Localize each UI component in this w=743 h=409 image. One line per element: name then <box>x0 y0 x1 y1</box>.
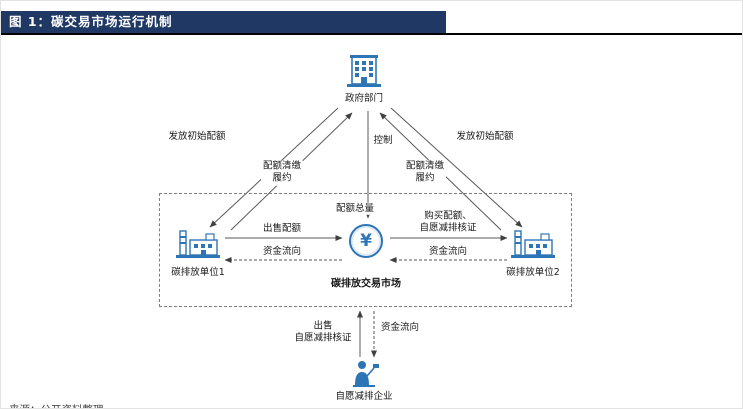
edge-label-control: 控制 <box>371 134 395 148</box>
government-building-icon <box>346 53 382 93</box>
edge-label-sell-quota: 出售配额 <box>260 222 304 236</box>
person-icon <box>348 359 380 393</box>
edge-label-sell-ccer: 出售 自愿减排核证 <box>292 320 354 346</box>
market-boundary-box <box>159 193 572 307</box>
factory-icon-unit1 <box>176 228 220 264</box>
market-label: 碳排放交易市场 <box>331 278 401 290</box>
arrow-issue-right <box>390 107 523 228</box>
edge-label-buy-quota: 购买配额、 自愿减排核证 <box>417 210 479 236</box>
edge-label-compliance-right: 配额清缴 履约 <box>403 160 447 186</box>
edge-label-fund-flow-left: 资金流向 <box>260 245 304 259</box>
edge-label-fund-flow-right: 资金流向 <box>426 245 470 259</box>
source-note: 来源：公开资料整理 <box>9 403 104 408</box>
edge-label-issue-initial-left: 发放初始配额 <box>166 130 228 144</box>
edge-label-fund-flow-bottom: 资金流向 <box>378 321 422 335</box>
edge-label-compliance-left: 配额清缴 履约 <box>260 160 304 186</box>
factory-icon-unit2 <box>511 228 555 264</box>
voluntary-label: 自愿减排企业 <box>335 390 393 402</box>
unit1-label: 碳排放单位1 <box>171 266 225 278</box>
title-underline <box>1 33 742 35</box>
edge-label-issue-initial-right: 发放初始配额 <box>454 130 516 144</box>
yuan-coin-icon: ¥ <box>349 224 383 258</box>
unit2-label: 碳排放单位2 <box>506 266 560 278</box>
government-label: 政府部门 <box>344 92 384 104</box>
figure-title: 图 1：碳交易市场运行机制 <box>9 14 173 29</box>
yuan-glyph: ¥ <box>360 230 372 251</box>
figure-title-bar: 图 1：碳交易市场运行机制 <box>1 11 446 33</box>
edge-label-quota-total: 配额总量 <box>333 202 377 216</box>
